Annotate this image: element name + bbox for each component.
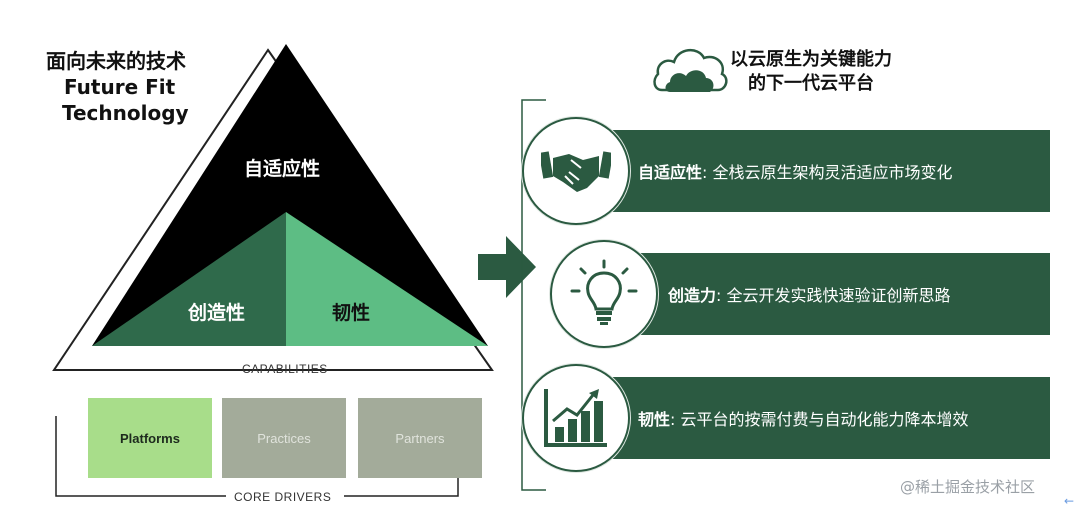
right-title-line-2: 的下一代云平台 bbox=[748, 73, 874, 94]
pyramid-bottom-left-section bbox=[92, 212, 286, 346]
future-fit-title-line-3: Technology bbox=[62, 101, 189, 125]
core-drivers-label: CORE DRIVERS bbox=[234, 490, 332, 504]
feature-circle-creativity bbox=[550, 240, 658, 348]
right-bracket bbox=[521, 99, 546, 491]
feature-text-adaptability: : 全栈云原生架构灵活适应市场变化 bbox=[702, 163, 953, 182]
pyramid-bottom-right-section bbox=[286, 212, 488, 346]
feature-bar-resilience: 韧性: 云平台的按需付费与自动化能力降本增效 bbox=[600, 377, 1050, 459]
pyramid-top-section bbox=[92, 44, 488, 346]
triangle-label-adaptability: 自适应性 bbox=[244, 158, 321, 180]
feature-label-resilience: 韧性 bbox=[638, 410, 671, 429]
future-fit-title: 面向未来的技术 Future Fit Technology bbox=[46, 48, 189, 126]
feature-label-creativity: 创造力 bbox=[668, 286, 717, 305]
back-arrow-icon: ← bbox=[1064, 494, 1075, 508]
future-fit-title-line-1: 面向未来的技术 bbox=[46, 49, 186, 73]
triangle-label-resilience: 韧性 bbox=[332, 302, 371, 324]
feature-label-adaptability: 自适应性 bbox=[638, 163, 703, 182]
lightbulb-icon bbox=[570, 259, 638, 325]
future-fit-title-line-2: Future Fit bbox=[64, 75, 176, 99]
feature-bar-adaptability: 自适应性: 全栈云原生架构灵活适应市场变化 bbox=[600, 130, 1050, 212]
handshake-icon bbox=[541, 151, 611, 192]
capabilities-pyramid bbox=[52, 44, 494, 371]
driver-practices: Practices bbox=[222, 398, 346, 478]
feature-text-resilience: : 云平台的按需付费与自动化能力降本增效 bbox=[670, 410, 969, 429]
triangle-label-creativity: 创造性 bbox=[188, 302, 246, 324]
feature-text-creativity: : 全云开发实践快速验证创新思路 bbox=[716, 286, 951, 305]
growth-chart-icon bbox=[544, 389, 607, 447]
capabilities-label: CAPABILITIES bbox=[242, 362, 328, 376]
driver-partners: Partners bbox=[358, 398, 482, 478]
watermark: @稀土掘金技术社区 bbox=[900, 478, 1036, 496]
cloud-icon bbox=[653, 49, 728, 92]
feature-circle-adaptability bbox=[522, 117, 630, 225]
right-arrow-icon bbox=[478, 236, 536, 298]
right-title: 以云原生为关键能力 的下一代云平台 bbox=[730, 48, 892, 96]
feature-bar-creativity: 创造力: 全云开发实践快速验证创新思路 bbox=[628, 253, 1050, 335]
driver-platforms: Platforms bbox=[88, 398, 212, 478]
right-title-line-1: 以云原生为关键能力 bbox=[730, 49, 892, 70]
feature-circle-resilience bbox=[522, 364, 630, 472]
